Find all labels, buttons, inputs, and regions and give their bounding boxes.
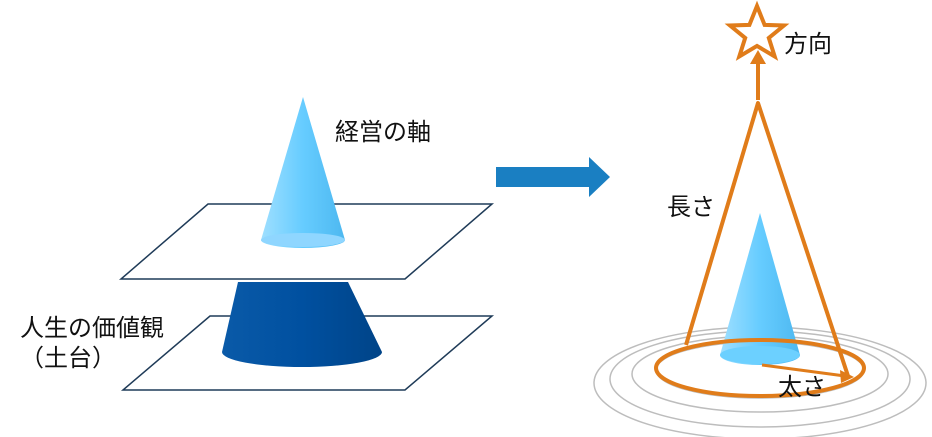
axis-cone	[261, 97, 345, 248]
length-outline	[684, 101, 850, 377]
direction-label: 方向	[784, 30, 832, 58]
transition-arrow	[496, 157, 610, 197]
thickness-label: 太さ	[778, 373, 826, 401]
thickness-ring	[654, 338, 866, 398]
axis-cone-base	[261, 233, 345, 247]
inner-cone-base	[720, 346, 800, 364]
direction-star-icon	[724, 0, 790, 61]
upper-cone-label: 経営の軸	[335, 118, 431, 146]
radius-arrow	[761, 363, 846, 378]
foundation-cone	[222, 282, 382, 367]
length-label: 長さ	[667, 193, 715, 221]
direction-arrowhead	[750, 50, 766, 64]
inner-cone	[720, 213, 800, 365]
foundation-label-line2: （土台）	[20, 344, 116, 372]
foundation-label-line1: 人生の価値観	[20, 314, 164, 342]
radius-arrowhead	[840, 370, 854, 383]
